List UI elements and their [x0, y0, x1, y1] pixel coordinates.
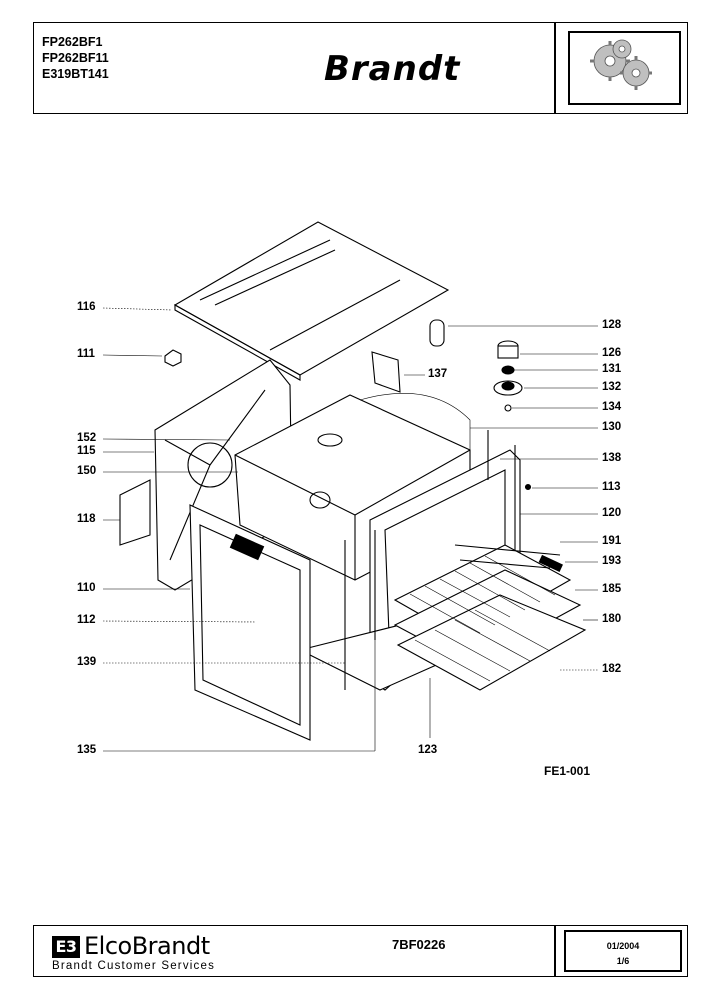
model-1: FP262BF1 [42, 35, 103, 49]
document-reference: 7BF0226 [392, 937, 446, 952]
part-label-115: 115 [77, 445, 96, 457]
footer-divider [554, 926, 556, 976]
part-label-191: 191 [602, 535, 622, 547]
part-label-116: 116 [77, 301, 96, 313]
part-label-118: 118 [77, 513, 96, 525]
brand-logo: Brandt [324, 49, 461, 89]
part-label-123: 123 [418, 744, 438, 756]
part-label-135: 135 [77, 744, 97, 756]
exploded-diagram: 116 111 152 115 150 118 110 112 139 135 … [77, 221, 622, 778]
part-label-126: 126 [602, 347, 622, 359]
header-divider [554, 23, 556, 113]
part-label-128: 128 [602, 319, 622, 331]
model-2: FP262BF11 [42, 51, 109, 65]
part-label-131: 131 [602, 363, 622, 375]
part-label-180: 180 [602, 613, 622, 625]
part-label-138: 138 [602, 452, 622, 464]
model-list: FP262BF1 FP262BF11 E319BT141 [42, 34, 109, 82]
part-label-137: 137 [428, 368, 448, 380]
part-label-110: 110 [77, 582, 96, 594]
part-label-134: 134 [602, 401, 622, 413]
part-label-150: 150 [77, 465, 97, 477]
gears-icon [568, 31, 681, 105]
part-label-112: 112 [77, 614, 96, 626]
oven-parts-drawing [102, 221, 598, 752]
page-number: 1/6 [616, 956, 630, 966]
customer-services: Brandt Customer Services [52, 960, 216, 972]
part-label-113: 113 [602, 481, 621, 493]
header-box: FP262BF1 FP262BF11 E319BT141 Brandt [33, 22, 688, 114]
part-label-139: 139 [77, 656, 97, 668]
part-label-132: 132 [602, 381, 622, 393]
figure-reference: FE1-001 [544, 764, 591, 778]
company-name: ElcoBrandt [84, 932, 210, 960]
part-label-182: 182 [602, 663, 622, 675]
model-3: E319BT141 [42, 67, 109, 81]
part-label-185: 185 [602, 583, 622, 595]
part-label-152: 152 [77, 432, 97, 444]
part-label-193: 193 [602, 555, 622, 567]
document-date: 01/2004 [606, 941, 640, 951]
date-page-box: 01/2004 1/6 [564, 930, 682, 972]
part-label-130: 130 [602, 421, 622, 433]
part-label-120: 120 [602, 507, 622, 519]
part-label-111: 111 [77, 348, 95, 360]
elcobrandt-mark-icon: E3 [52, 936, 80, 958]
